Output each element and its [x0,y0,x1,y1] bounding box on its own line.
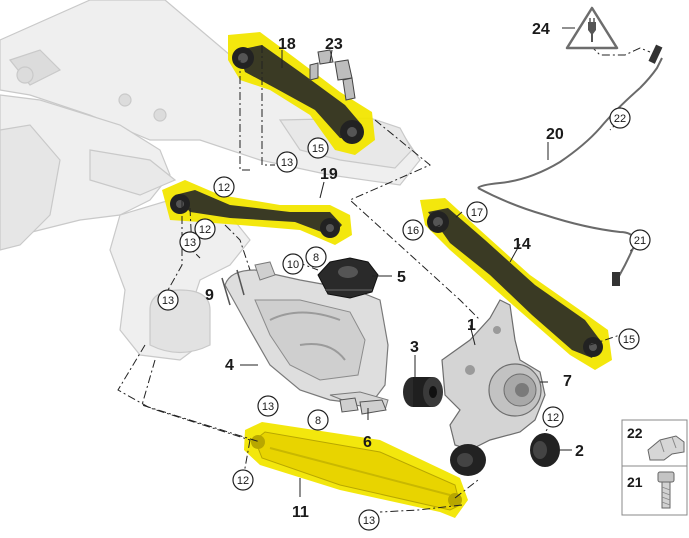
ref-circle-12: 12 [232,469,254,491]
trailing-arm-14 [420,198,612,370]
ref-number: 13 [162,295,174,307]
ref-circle-21: 21 [629,229,651,251]
bushing-3 [403,377,443,407]
upper-arm-19 [162,180,352,245]
ref-number: 13 [363,515,375,527]
ref-number: 15 [312,143,324,155]
ref-number: 8 [313,252,319,264]
ref-number: 12 [237,475,249,487]
ref-number: 8 [315,415,321,427]
ref-circle-17: 17 [466,201,488,223]
ref-circle-13: 13 [276,151,298,173]
ref-circle-15: 15 [307,137,329,159]
callout-11: 11 [292,504,309,521]
ref-number: 15 [623,334,635,346]
ref-number: 17 [471,207,483,219]
callout-1: 1 [467,317,476,334]
bolts-8 [339,397,387,415]
ref-circle-12: 12 [542,406,564,428]
ref-circle-13: 13 [257,395,279,417]
legend-number-21: 21 [627,474,643,490]
ref-circle-22: 22 [609,107,631,129]
callout-20: 20 [546,126,564,143]
ref-circle-13: 13 [157,289,179,311]
ref-circle-8: 8 [307,409,329,431]
callout-5: 5 [397,269,406,286]
callout-2: 2 [575,443,584,460]
ref-number: 13 [184,237,196,249]
callout-23: 23 [325,36,343,53]
upper-arm-18 [228,32,375,155]
callout-4: 4 [225,357,234,374]
ref-circle-16: 16 [402,219,424,241]
wheel-carrier-1 [441,299,546,451]
ref-number: 13 [262,401,274,413]
legend-box: 22 21 [621,419,688,516]
ref-number: 12 [547,412,559,424]
callout-9: 9 [205,287,214,304]
callout-18: 18 [278,36,296,53]
lower-link-11 [244,422,468,518]
ref-number: 16 [407,225,419,237]
bolt-icon [657,471,675,509]
ref-number: 10 [287,259,299,271]
callout-7: 7 [563,373,572,390]
ref-number: 12 [218,182,230,194]
callout-19: 19 [320,166,338,183]
rubber-mount-5 [317,257,379,299]
ref-number: 22 [614,113,626,125]
clip-icon [647,435,685,461]
bushing-lower [450,444,486,476]
bolts-9 [221,269,245,306]
callout-labels: 1 2 3 4 5 6 7 8 9 11 14 18 19 20 23 24 [205,21,584,521]
callout-14: 14 [513,236,531,253]
callout-3: 3 [410,339,419,356]
ref-number: 13 [281,157,293,169]
warning-electrical-icon [565,6,619,50]
ref-circle-15: 15 [618,328,640,350]
ref-circle-12: 12 [213,176,235,198]
ref-number: 21 [634,235,646,247]
ref-circle-10: 10 [282,253,304,275]
legend-number-22: 22 [627,425,643,441]
callout-24: 24 [532,21,550,38]
bushing-2 [530,433,560,467]
ref-circle-13: 13 [179,231,201,253]
ref-circle-13: 13 [358,509,380,531]
ref-circle-8: 8 [305,246,327,268]
bracket-23 [309,49,356,101]
ref-circle-12: 12 [194,218,216,240]
ref-number: 12 [199,224,211,236]
callout-6: 6 [363,434,372,451]
wheel-speed-sensor-20 [477,44,663,286]
